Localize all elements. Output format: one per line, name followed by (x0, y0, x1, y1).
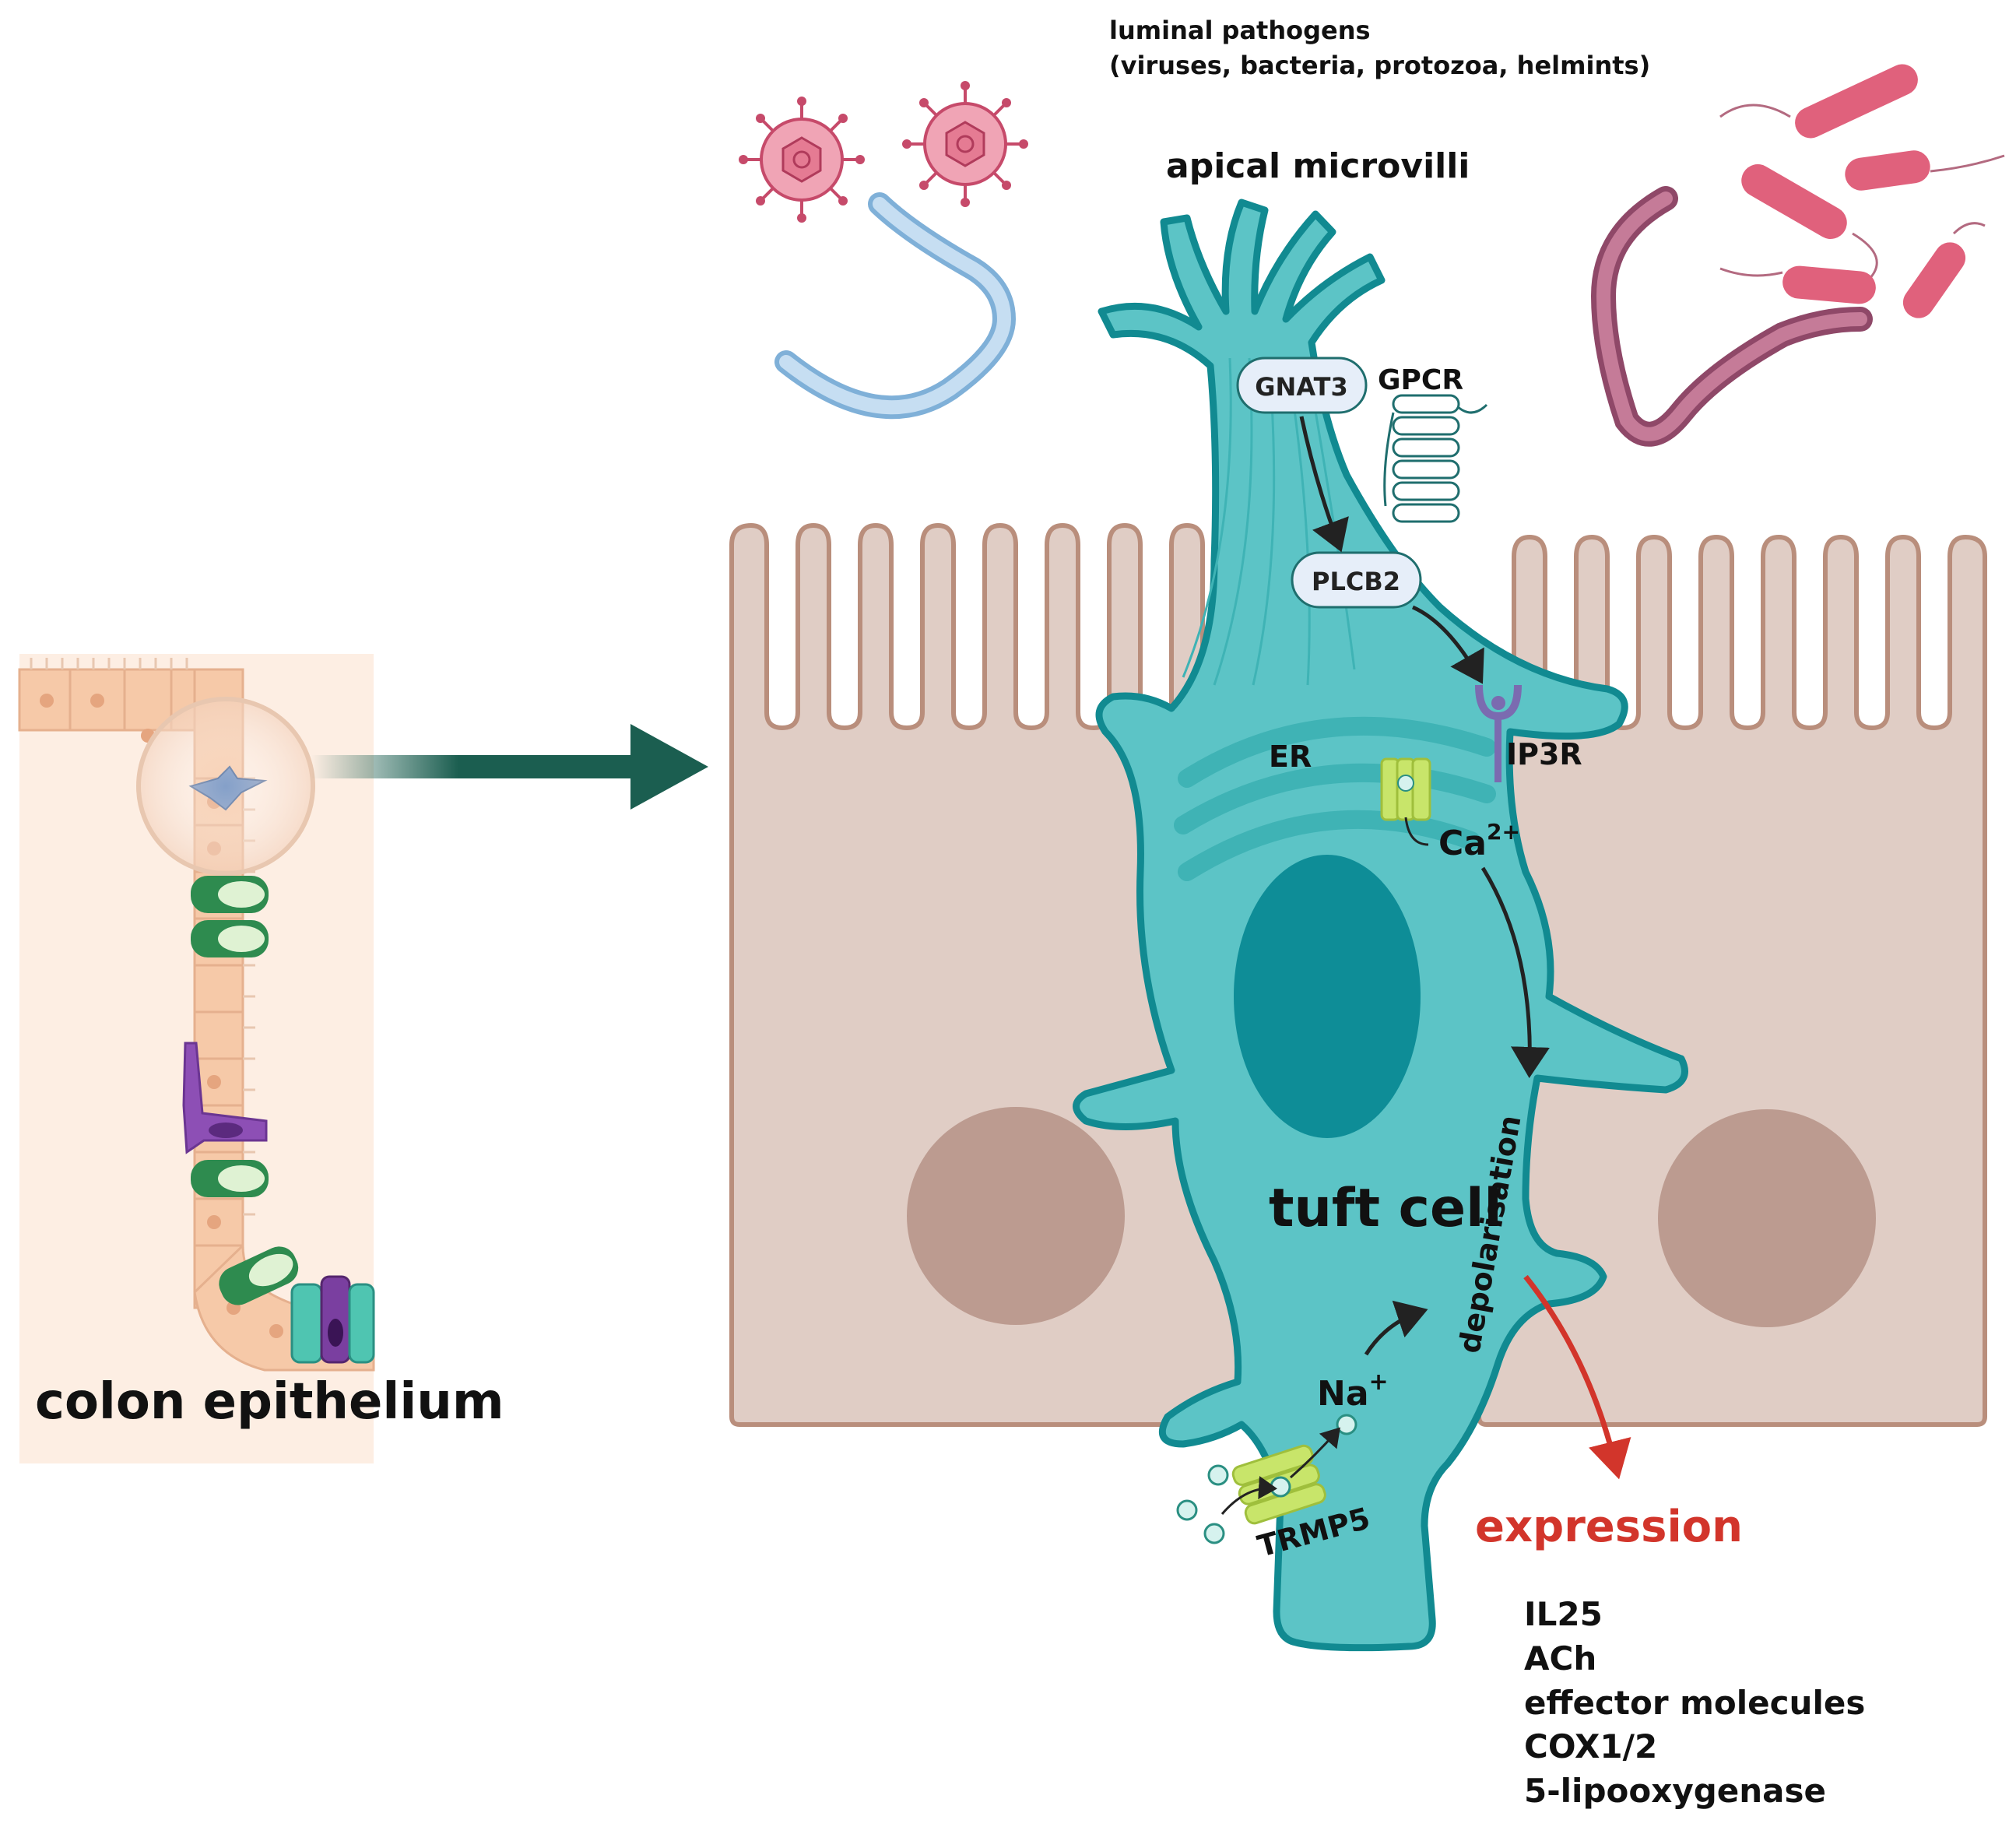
calcium-channel (1380, 757, 1431, 846)
goblet-cell (219, 1246, 299, 1305)
goblet-cell (191, 876, 269, 913)
enteroendocrine-cell (182, 1042, 268, 1154)
goblet-cell (191, 1160, 269, 1197)
tuft-nucleus (1234, 855, 1421, 1138)
sodium-ions (1176, 1414, 1357, 1544)
pathogens-label-line2: (viruses, bacteria, protozoa, helmints) (1109, 51, 1650, 80)
sodium-entry-arrow (1290, 1427, 1340, 1479)
gnat3-label: GNAT3 (1255, 372, 1347, 402)
gnat3-node: GNAT3 (1236, 357, 1368, 414)
bacteria (1719, 64, 2005, 318)
enterocyte-nucleus (907, 1107, 1125, 1325)
sodium-to-depolarisation-arrow (1364, 1300, 1428, 1356)
ip3r-label: IP3R (1506, 737, 1582, 771)
endoplasmic-reticulum (1174, 716, 1496, 881)
sodium-label: Na+ (1317, 1368, 1389, 1414)
bacterium (1741, 164, 1878, 282)
calcium-label: Ca2+ (1438, 819, 1520, 863)
expression-product: 5-lipooxygenase (1524, 1772, 1826, 1810)
helminth-worm-blue (774, 192, 1017, 420)
gnat3-to-plcb2-arrow (1299, 416, 1349, 553)
expression-arrow (1523, 1274, 1631, 1480)
gpcr-label: GPCR (1378, 364, 1463, 396)
virus (739, 97, 865, 223)
plcb2-to-ip3r-arrow (1411, 605, 1484, 684)
zoom-arrow (311, 724, 708, 810)
goblet-cell (191, 920, 269, 957)
magnifier-circle (136, 697, 315, 876)
er-label: ER (1269, 740, 1312, 774)
goblet-cells (191, 876, 299, 1305)
ip3r-receptor (1475, 684, 1522, 782)
helminth-worm-pink (1590, 186, 1873, 447)
plcb2-label: PLCB2 (1312, 567, 1400, 596)
enterocyte-right (1477, 534, 1987, 1427)
expression-product: IL25 (1524, 1595, 1603, 1633)
bacterium (1719, 64, 1918, 139)
colon-epithelium-panel: colon epithelium (18, 654, 504, 1463)
calcium-to-depolarisation-arrow (1480, 866, 1550, 1078)
gpcr-receptor (1383, 394, 1488, 523)
enterocyte-nucleus (1658, 1109, 1876, 1327)
bacterium (1902, 222, 1986, 318)
bacterium (1845, 150, 2005, 191)
apical-microvilli-label: apical microvilli (1166, 146, 1470, 186)
sodium-influx-arrow (1220, 1476, 1277, 1515)
expression-product: effector molecules (1524, 1684, 1865, 1722)
expression-label: expression (1475, 1502, 1743, 1552)
plcb2-node: PLCB2 (1291, 551, 1422, 609)
pathogens-label-line1: luminal pathogens (1109, 16, 1371, 45)
expression-product: ACh (1524, 1639, 1596, 1678)
crypt-base-stem-cells (290, 1275, 375, 1364)
bacterium (1719, 265, 1876, 304)
tuft-cell-label: tuft cell (1269, 1178, 1502, 1239)
colon-epithelium-label: colon epithelium (35, 1373, 504, 1431)
expression-product: COX1/2 (1524, 1727, 1657, 1766)
expression-products-list: IL25 ACh effector molecules COX1/2 5-lip… (1524, 1595, 1865, 1810)
virus (902, 81, 1028, 207)
